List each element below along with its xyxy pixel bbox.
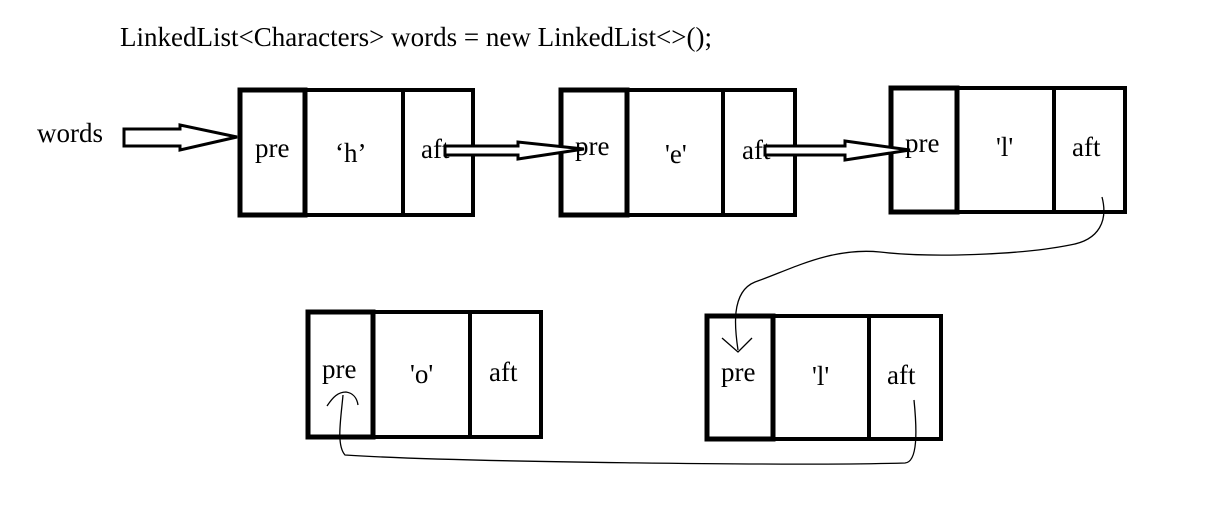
node-3-aft: aft bbox=[1072, 132, 1101, 162]
node-4: pre 'l' aft bbox=[704, 313, 943, 442]
arrow-node1-node2 bbox=[443, 140, 585, 161]
node-4-aft: aft bbox=[887, 360, 916, 390]
node-1-value: ‘h’ bbox=[335, 138, 366, 168]
node-4-value: 'l' bbox=[812, 361, 829, 391]
node-3: pre 'l' aft bbox=[888, 85, 1127, 215]
node-2-pre: pre bbox=[575, 131, 609, 161]
node-2: pre 'e' aft bbox=[558, 87, 797, 218]
node-4-pre: pre bbox=[721, 357, 755, 387]
words-arrow bbox=[122, 123, 238, 152]
words-label: words bbox=[37, 118, 103, 148]
node-5-pre: pre bbox=[322, 354, 356, 384]
node-2-value: 'e' bbox=[665, 139, 687, 169]
link-node4-node5 bbox=[339, 394, 917, 465]
node-3-pre: pre bbox=[905, 128, 939, 158]
node-1: pre ‘h’ aft bbox=[237, 87, 475, 218]
node-5-value: 'o' bbox=[410, 359, 433, 389]
node-5: pre 'o' aft bbox=[305, 309, 543, 440]
link-node3-node4-head bbox=[721, 337, 753, 353]
node-1-pre: pre bbox=[255, 133, 289, 163]
node-3-value: 'l' bbox=[996, 132, 1013, 162]
code-line: LinkedList<Characters> words = new Linke… bbox=[120, 22, 712, 52]
link-node3-node4 bbox=[734, 196, 1105, 351]
node-5-aft: aft bbox=[489, 357, 518, 387]
link-node4-node5-head bbox=[326, 391, 359, 407]
arrow-node2-node3 bbox=[763, 139, 911, 162]
